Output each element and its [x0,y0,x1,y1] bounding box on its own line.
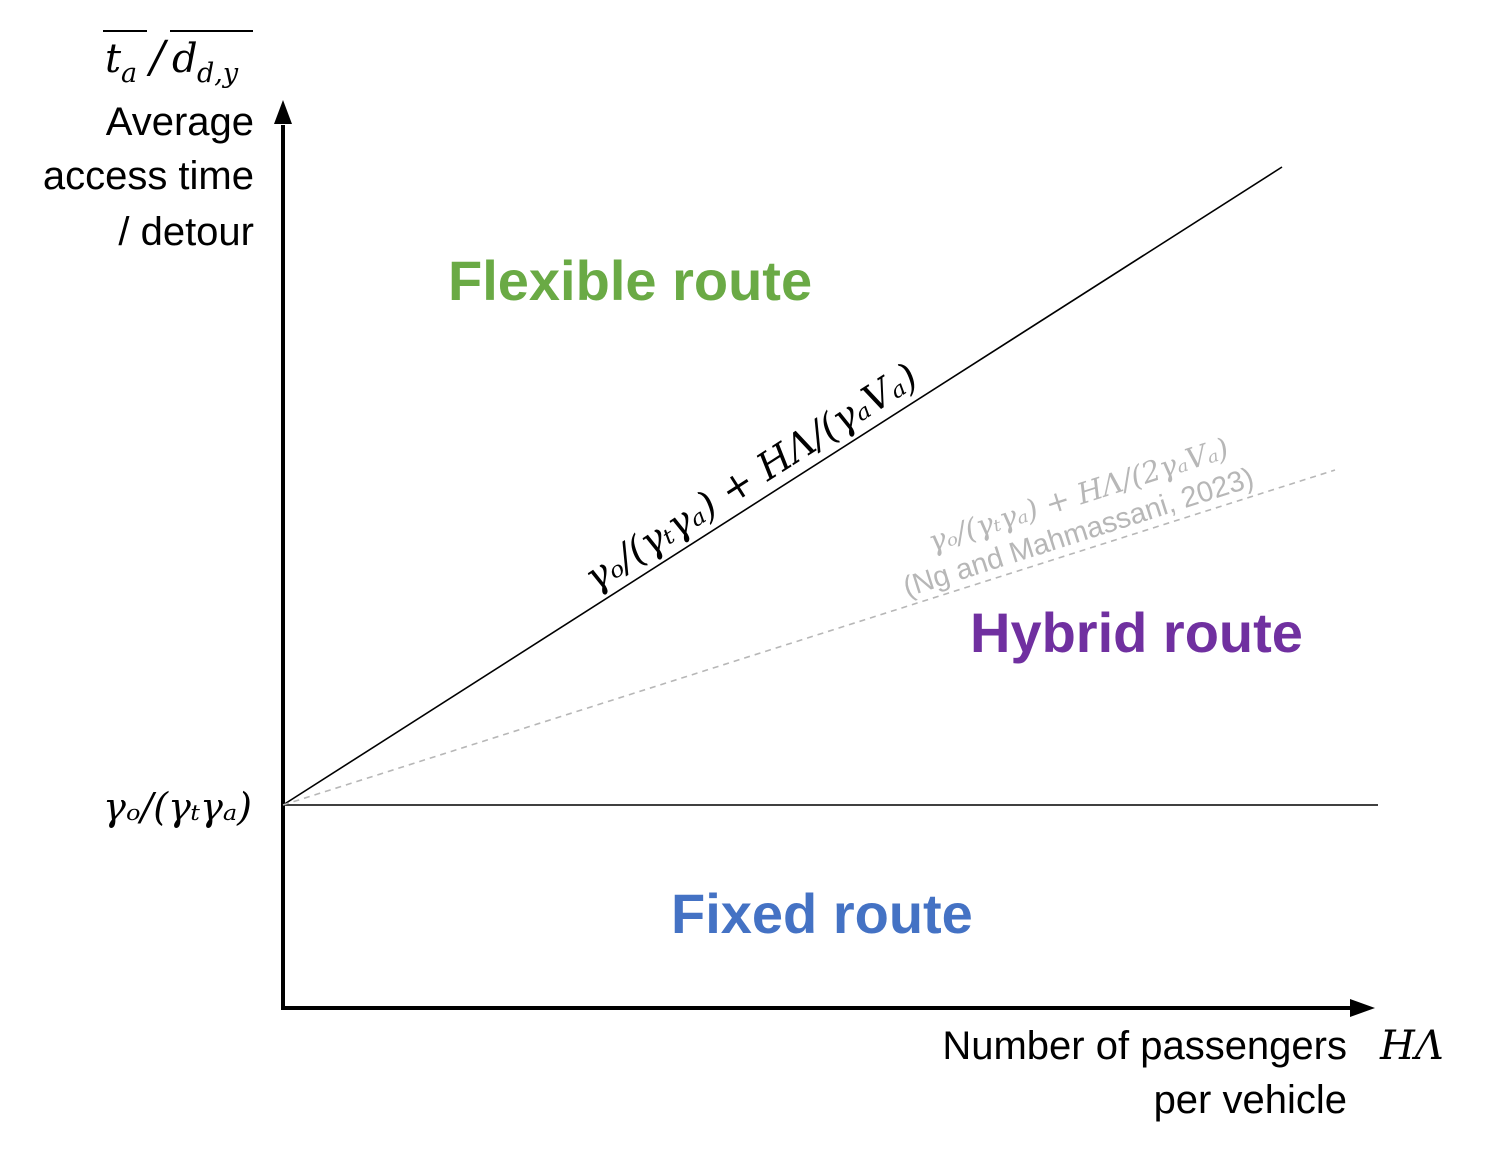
fixed-route-label: Fixed route [671,882,973,945]
y-axis-label-line-2: access time [43,154,254,198]
y-axis-symbol: t a / d d,y [103,30,253,89]
y-symbol-denominator: d [172,36,198,82]
y-symbol-denominator-sub: d,y [197,58,239,89]
intercept-label: γₒ/(γₜγₐ) [103,785,252,829]
y-symbol-numerator: t [105,36,122,82]
upper-boundary-label: γₒ/(γₜγₐ) + HΛ/(γₐVₐ) [576,354,925,599]
hybrid-flexible-boundary-line [282,166,1283,806]
y-symbol-slash: / [146,32,169,83]
reference-boundary-line [282,469,1336,806]
hybrid-route-label: Hybrid route [970,601,1303,664]
y-axis-arrowhead [274,100,292,124]
x-axis-arrowhead [1350,999,1375,1017]
y-axis-label-line-1: Average [106,100,254,144]
x-axis-label-line-2: per vehicle [1154,1078,1347,1122]
reference-boundary-annotation: γₒ/(γₜγₐ) + HΛ/(2γₐVₐ) (Ng and Mahmassan… [899,431,1257,604]
x-axis-label: Number of passengers per vehicle [942,1024,1347,1122]
y-symbol-numerator-sub: a [121,58,137,89]
flexible-route-label: Flexible route [448,249,812,312]
x-axis-label-line-1: Number of passengers [942,1024,1347,1068]
y-axis-label-line-3: / detour [118,210,254,254]
x-axis-symbol: HΛ [1379,1023,1444,1069]
y-axis-label: Average access time / detour [43,100,254,254]
